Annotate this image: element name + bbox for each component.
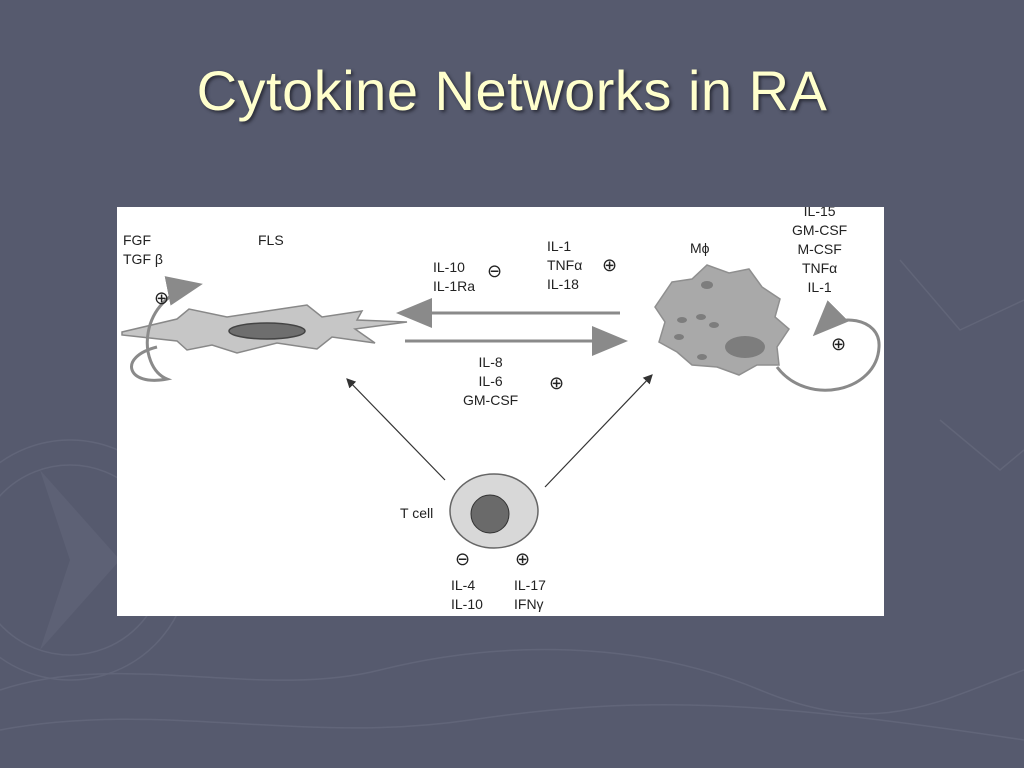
slide-title: Cytokine Networks in RA: [196, 59, 828, 122]
fls-autocrine-factor-list: FGF TGF β: [123, 231, 163, 269]
factor-label: TGF β: [123, 251, 163, 267]
plus-symbol: ⊕: [831, 334, 847, 354]
macrophage-label: Mϕ: [690, 240, 710, 256]
tcell-to-fls-arrow: [346, 378, 446, 481]
factor-label: FGF: [123, 232, 151, 248]
minus-symbol: ⊖: [487, 261, 503, 281]
plus-symbol: ⊕: [515, 549, 531, 569]
macrophage-autocrine-loop: [775, 300, 881, 392]
stimulatory-factor-list: IL-8 IL-6 GM-CSF: [463, 353, 518, 410]
factor-label: IL-15: [803, 207, 836, 219]
factor-label: IL-8: [478, 354, 503, 370]
tcell-label: T cell: [400, 505, 434, 521]
factor-label: IL-1Ra: [433, 278, 476, 294]
macrophage-cell: [654, 264, 790, 376]
factor-label: TNFα: [801, 260, 838, 276]
factor-label: IL-1: [547, 238, 572, 254]
factor-label: IL-18: [547, 276, 579, 292]
macrophage-autocrine-factor-list: IL-15 GM-CSF M-CSF TNFα IL-1: [792, 207, 847, 297]
factor-label: IL-10: [451, 596, 483, 612]
inhibitory-factor-list: IL-10 IL-1Ra: [433, 258, 475, 296]
tcell-inhibitory-factor-list: IL-4 IL-10: [451, 576, 483, 614]
fls-autocrine-loop: [130, 276, 203, 382]
stimulatory-factor-list: IL-1 TNFα IL-18: [547, 237, 582, 294]
plus-symbol: ⊕: [549, 373, 565, 393]
diagram-graphics: [121, 264, 881, 549]
factor-label: TNFα: [547, 257, 583, 273]
factor-label: GM-CSF: [792, 222, 848, 238]
factor-label: IL-10: [433, 259, 465, 275]
plus-symbol: ⊕: [154, 288, 170, 308]
cytokine-network-diagram: FGF TGF β ⊕ FLS IL-10 IL-1Ra ⊖ IL-1 TNFα…: [117, 207, 884, 616]
factor-label: IL-17: [514, 577, 546, 593]
factor-label: IL-4: [451, 577, 476, 593]
fls-cell: [121, 304, 408, 354]
fls-label: FLS: [258, 232, 284, 248]
tcell-to-macrophage-arrow: [544, 374, 653, 488]
factor-label: IFNγ: [514, 596, 544, 612]
minus-symbol: ⊖: [455, 549, 471, 569]
plus-symbol: ⊕: [602, 255, 618, 275]
factor-label: IL-1: [807, 279, 832, 295]
tcell-stimulatory-factor-list: IL-17 IFNγ: [514, 576, 546, 614]
t-cell: [449, 473, 539, 549]
factor-label: GM-CSF: [463, 392, 519, 408]
factor-label: IL-6: [478, 373, 503, 389]
factor-label: M-CSF: [797, 241, 842, 257]
